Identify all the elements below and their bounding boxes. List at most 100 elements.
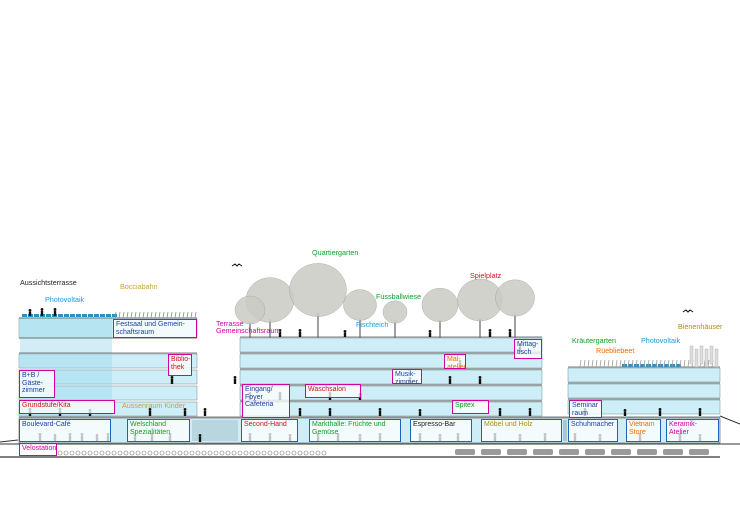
parked-car: [689, 449, 709, 455]
bicycle-wheel: [291, 450, 297, 456]
bee-house: [704, 348, 709, 368]
person-head: [40, 308, 44, 311]
person-body: [170, 378, 174, 384]
label-bienenhaeuser: Bienenhäuser: [678, 322, 723, 331]
room-bb-gaeste: B+B / Gäste- zimmer: [19, 370, 55, 398]
bicycle-wheel: [285, 450, 291, 456]
shop-welschland: Welschland Spezialitäten: [127, 419, 190, 442]
room-velostation: Velostation: [19, 443, 57, 456]
parked-car: [611, 449, 631, 455]
bicycle-wheel: [315, 450, 321, 456]
shop-espresso-bar: Espresso-Bar: [410, 419, 472, 442]
grass: [174, 311, 177, 319]
person-body: [658, 410, 662, 416]
shop-boulevard-cafe: Boulevard-Café: [19, 419, 111, 442]
grass: [607, 359, 610, 368]
label-bocciabahn: Bocciabahn: [120, 282, 158, 291]
person-body: [53, 310, 57, 316]
tree-crown: [495, 279, 535, 317]
pv-panel: [628, 364, 633, 367]
bird: [682, 309, 694, 313]
grass: [667, 359, 670, 368]
grass: [146, 311, 149, 319]
person-body: [428, 332, 432, 337]
bicycle-wheel: [249, 450, 255, 456]
bicycle-wheel: [201, 450, 207, 456]
room-spitex: Spitex: [452, 400, 489, 414]
parked-car: [637, 449, 657, 455]
grass: [142, 311, 145, 319]
bicycle-wheel: [87, 450, 93, 456]
person-body: [448, 378, 452, 384]
grass: [583, 359, 586, 368]
person-body: [488, 331, 492, 337]
person-head: [623, 409, 627, 412]
room-mal-atelier: Mal- atelier: [444, 354, 466, 369]
shop-keramik-atelier: Keramik-Atelier: [666, 419, 719, 442]
floor-band: [239, 337, 543, 353]
bee-house: [699, 345, 704, 365]
grass: [655, 359, 658, 368]
passage-grid: [192, 420, 238, 441]
grass: [138, 311, 141, 319]
column: [563, 420, 567, 441]
bee-house: [709, 345, 714, 365]
room-festsaal: Festsaal und Gemein- schaftsraum: [113, 319, 197, 338]
grass: [623, 359, 626, 368]
person-head: [203, 408, 207, 411]
grass: [631, 359, 634, 368]
grass: [595, 359, 598, 368]
bicycle-wheel: [75, 450, 81, 456]
room-grundstufe-kita: Grundstufe/Kita: [19, 400, 115, 414]
grass: [671, 359, 674, 368]
grass: [170, 311, 173, 319]
bicycle-wheel: [99, 450, 105, 456]
person-head: [428, 330, 432, 333]
person-body: [183, 410, 187, 416]
shop-schuhmacher: Schuhmacher: [568, 419, 618, 442]
bicycle-wheel: [123, 450, 129, 456]
grass: [579, 359, 582, 368]
grass: [611, 359, 614, 368]
person-head: [478, 376, 482, 379]
person-head: [528, 408, 532, 411]
grass: [603, 359, 606, 368]
person-head: [53, 308, 57, 311]
pv-panel: [70, 314, 75, 317]
grass: [627, 359, 630, 368]
pv-panel: [106, 314, 111, 317]
bicycle-wheel: [195, 450, 201, 456]
label-photovoltaik-left: Photovoltaik: [45, 295, 85, 304]
bicycle-wheel: [237, 450, 243, 456]
person-head: [198, 434, 202, 437]
grass: [651, 359, 654, 368]
person-body: [298, 410, 302, 416]
person-head: [28, 309, 32, 312]
parked-car: [663, 449, 683, 455]
tree-crown: [343, 289, 377, 321]
bicycle-wheel: [177, 450, 183, 456]
tree-crown: [421, 287, 459, 323]
bicycle-wheel: [255, 450, 261, 456]
person-head: [183, 408, 187, 411]
bicycle-wheel: [81, 450, 87, 456]
room-mittagstisch: Mittag- tisch: [514, 339, 542, 359]
person-body: [478, 378, 482, 384]
grass: [587, 359, 590, 368]
grass: [635, 359, 638, 368]
pv-panel: [676, 364, 681, 367]
person-body: [508, 331, 512, 337]
bicycle-wheel: [261, 450, 267, 456]
pv-panel: [88, 314, 93, 317]
room-waschsalon: Waschsalon: [305, 384, 361, 398]
room-eingang-foyer: Eingang/ Foyer Cafeteria: [242, 384, 290, 418]
grass: [643, 359, 646, 368]
label-rueblibeet: Rüebliebeet: [596, 346, 635, 355]
person-body: [343, 332, 347, 337]
person-body: [40, 310, 44, 316]
bicycle-wheel: [183, 450, 189, 456]
person-body: [198, 436, 202, 442]
person-head: [508, 329, 512, 332]
grass: [194, 311, 197, 319]
grass: [190, 311, 193, 319]
